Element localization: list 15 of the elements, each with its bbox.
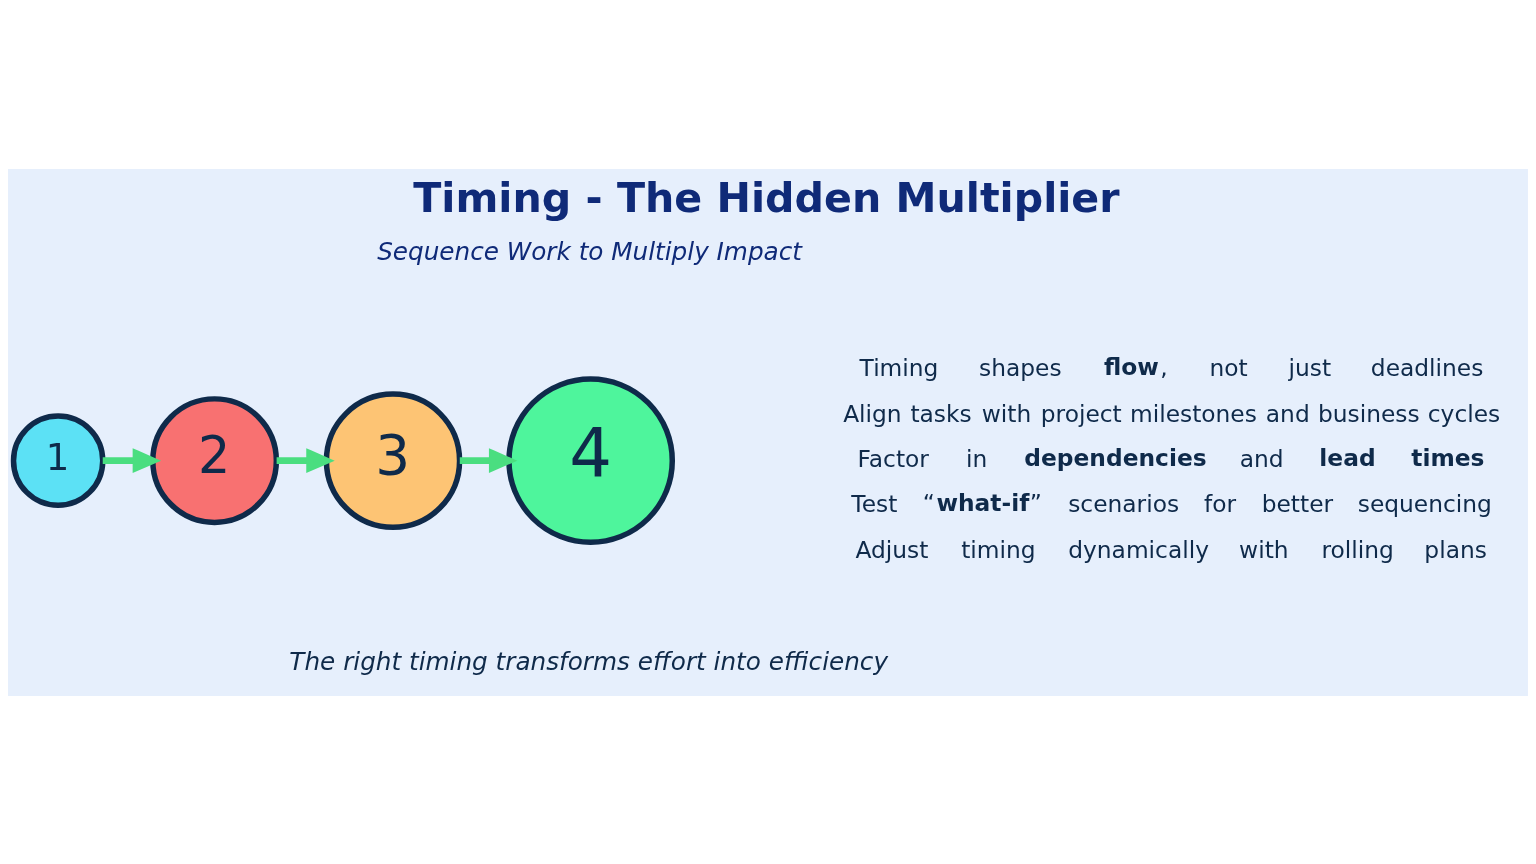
caption: The right timing transforms effort into efficiency	[289, 646, 889, 676]
node-circle: 4	[506, 375, 676, 545]
label: Test “what-if” scenarios for better sequencing	[851, 488, 1492, 518]
node-circle: 2	[150, 395, 280, 525]
node-circle: 3	[323, 390, 463, 530]
arrow	[459, 447, 518, 473]
diagram-title: Timing - The Hidden Multiplier	[413, 173, 1120, 222]
label: Align tasks with project milestones and business cycles	[843, 399, 1501, 428]
label: Timing shapes flow, not just deadlines	[859, 352, 1484, 382]
label: Sequence Work to Multiply Impact	[377, 236, 802, 266]
label: Adjust timing dynamically with rolling plans	[855, 535, 1487, 564]
label: Factor in dependencies and lead times	[857, 443, 1485, 473]
arrow	[102, 447, 162, 473]
node-circle: 1	[10, 412, 106, 508]
arrow	[276, 447, 335, 473]
